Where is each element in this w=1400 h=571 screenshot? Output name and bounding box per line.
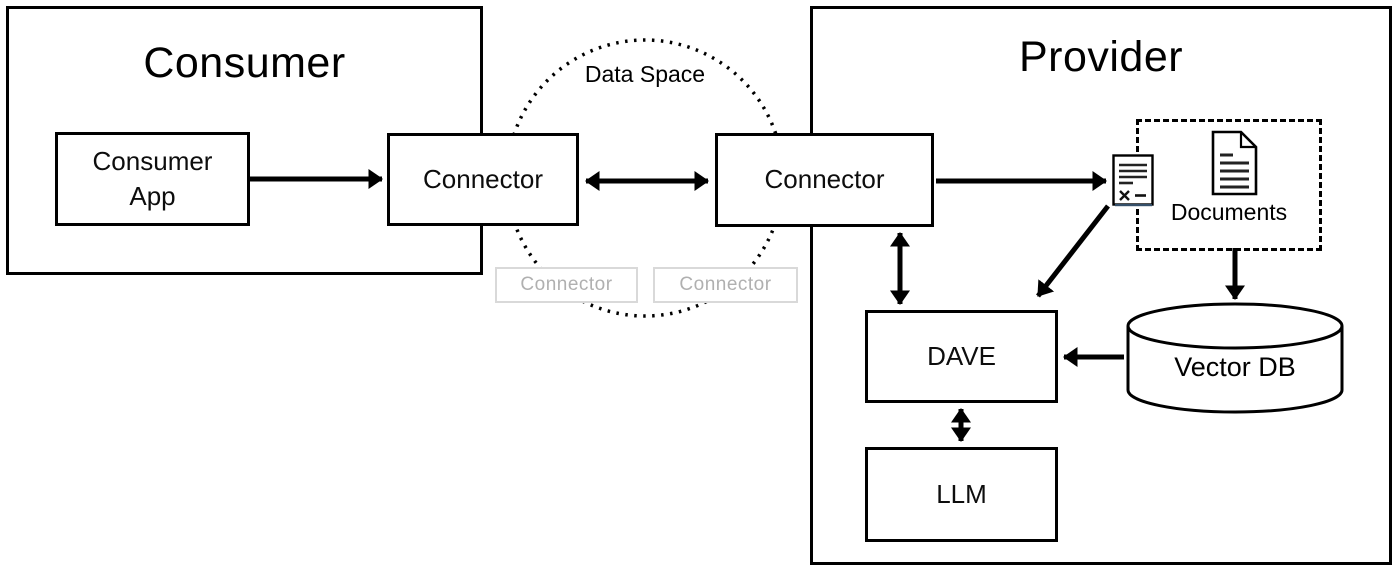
consumer-box: Consumer: [6, 6, 483, 275]
consumer-app-label: Consumer App: [92, 145, 213, 211]
consumer-connector-label: Connector: [423, 163, 543, 194]
consumer-app-box: Consumer App: [55, 132, 250, 226]
provider-connector-label: Connector: [764, 164, 885, 195]
consumer-connector-box: Connector: [387, 133, 579, 226]
document-icon: [1211, 130, 1258, 196]
vector-db-label: Vector DB: [1174, 352, 1296, 382]
llm-label: LLM: [936, 478, 987, 509]
consumer-title: Consumer: [143, 39, 346, 87]
data-space-label: Data Space: [584, 61, 706, 87]
dave-box: DAVE: [865, 310, 1058, 403]
ghost-connector-left-label: Connector: [520, 274, 613, 295]
provider-connector-box: Connector: [715, 133, 934, 227]
dave-label: DAVE: [927, 340, 996, 371]
ghost-connector-right: Connector: [653, 267, 798, 303]
llm-box: LLM: [865, 447, 1058, 542]
provider-title: Provider: [1018, 33, 1184, 81]
provider-box: Provider: [810, 6, 1392, 565]
documents-label: Documents: [1170, 199, 1288, 225]
ghost-connector-right-label: Connector: [679, 274, 772, 295]
contract-icon: [1112, 154, 1154, 207]
ghost-connector-left: Connector: [495, 267, 638, 303]
